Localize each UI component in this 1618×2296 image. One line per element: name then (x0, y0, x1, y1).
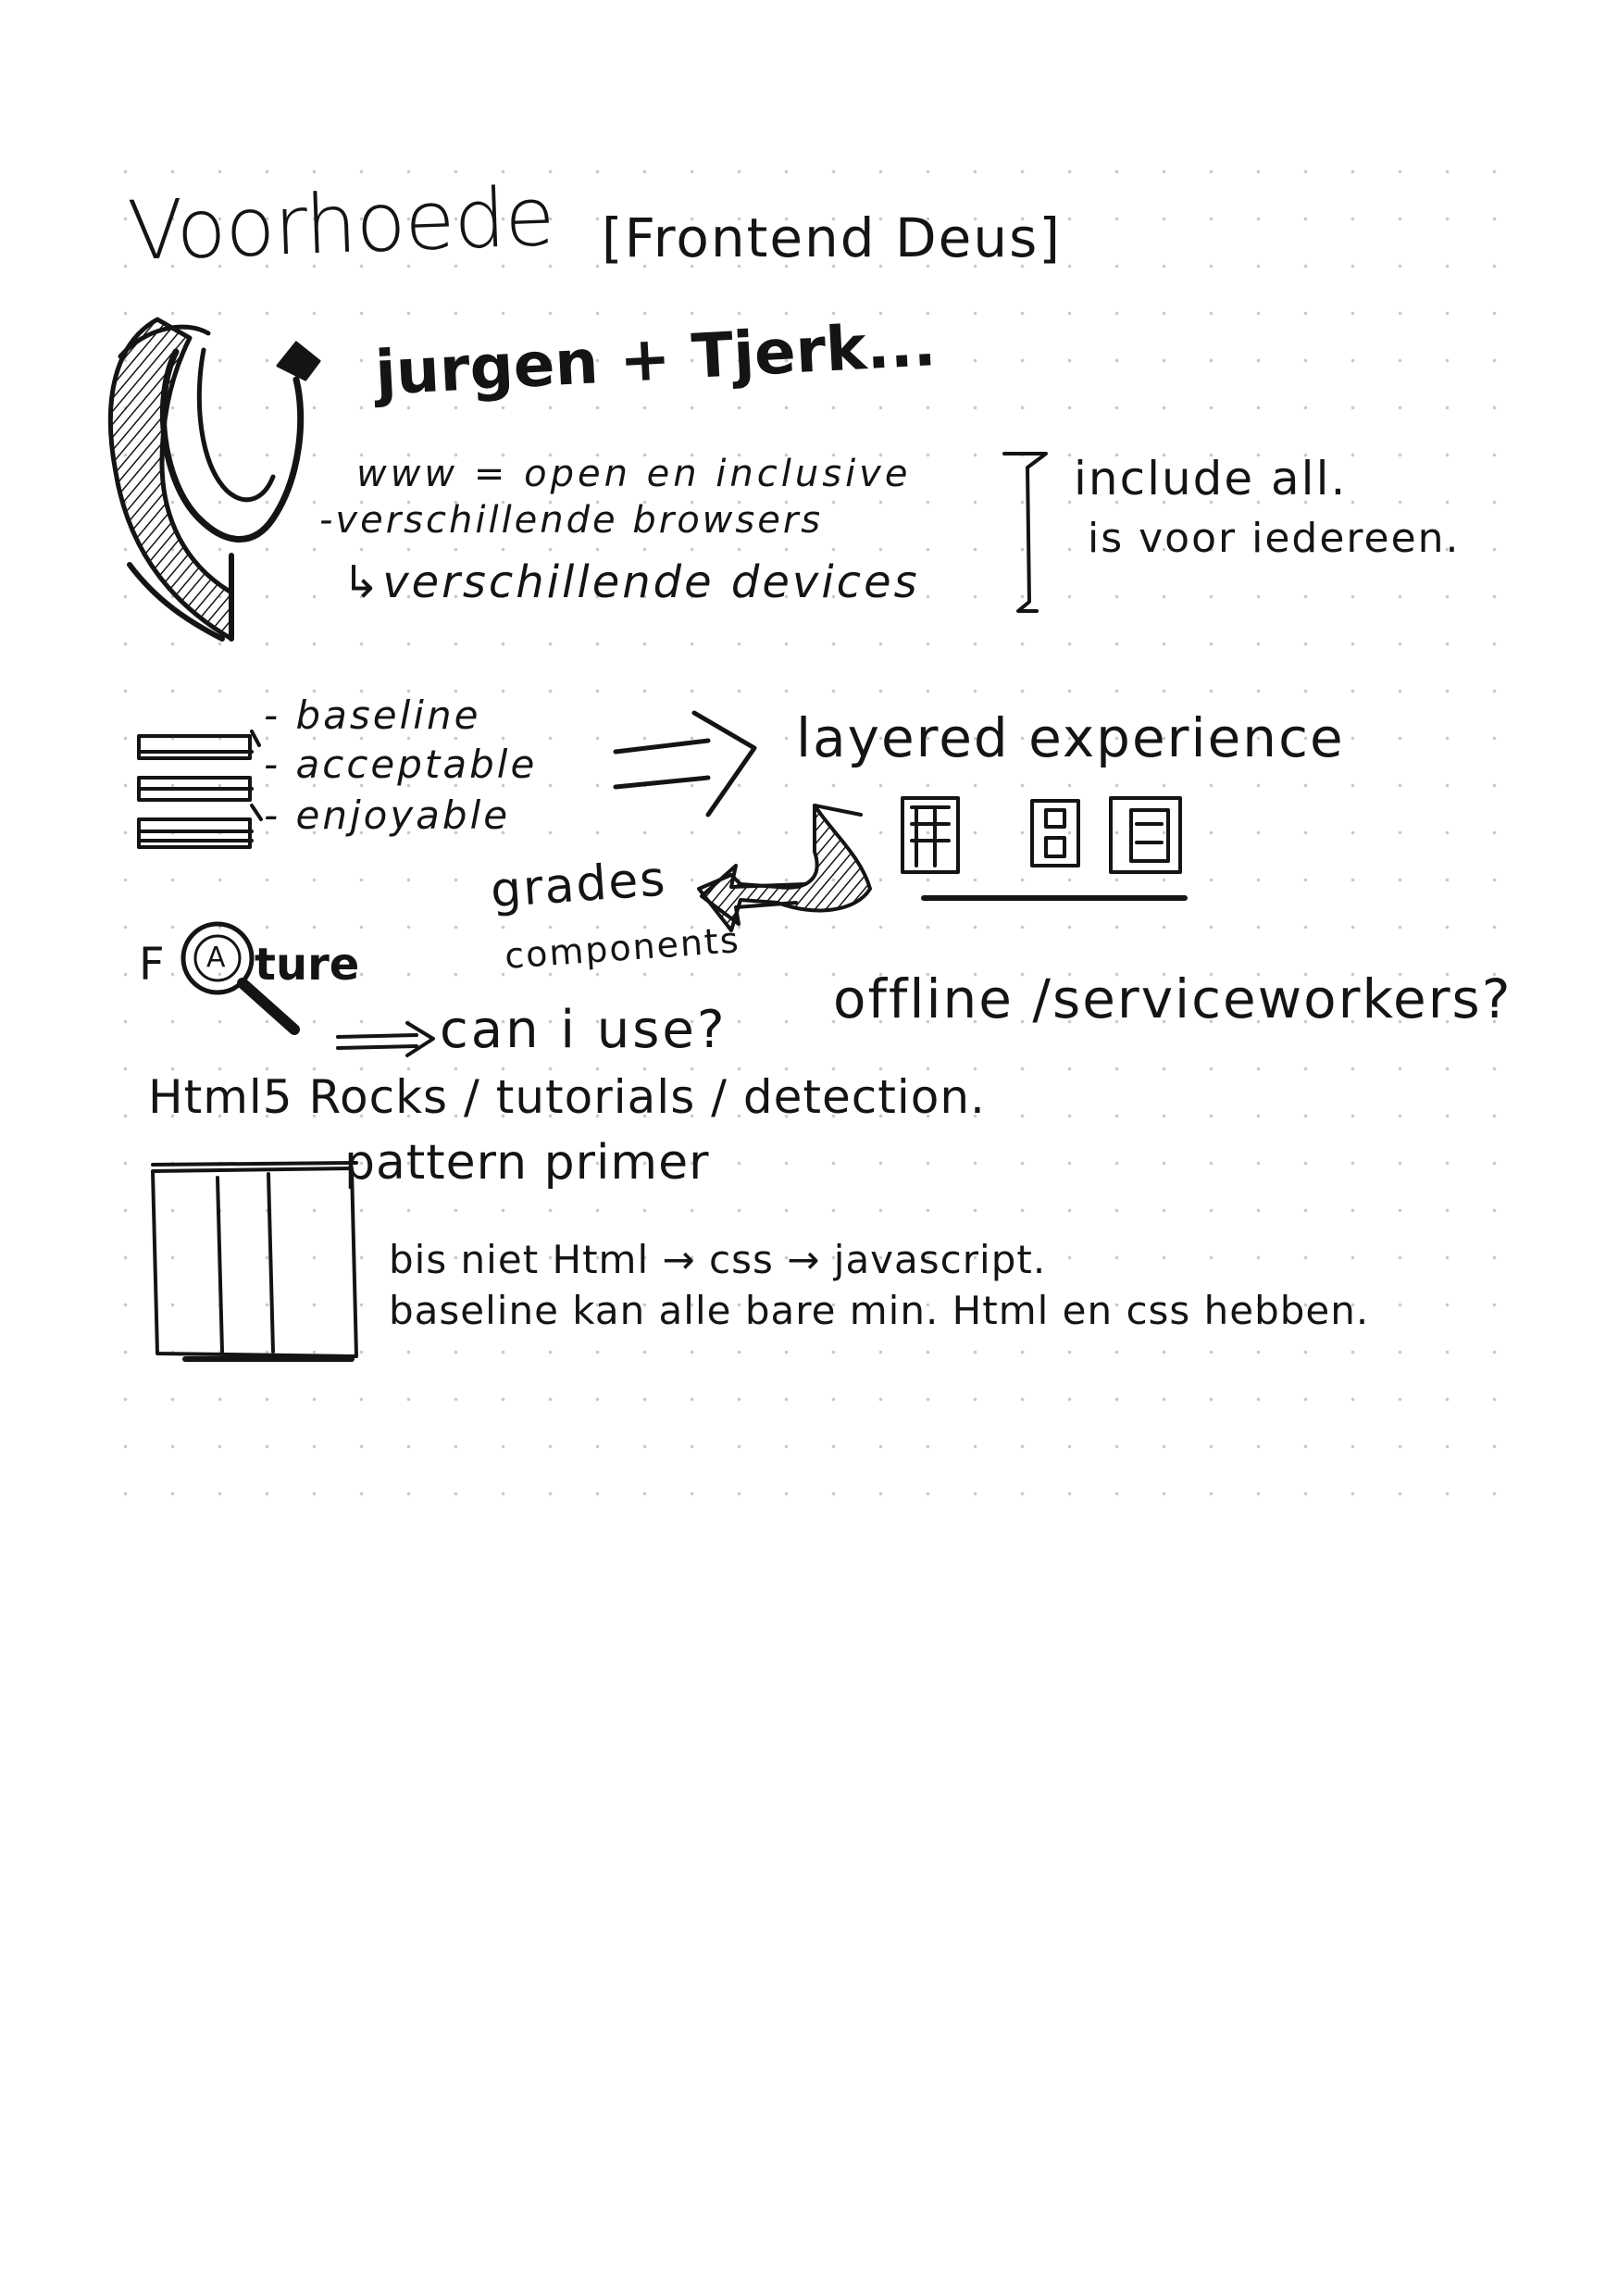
pattern-primer-sketch-icon (151, 1161, 358, 1362)
layer-baseline: - baseline (264, 693, 481, 738)
magnifier-icon (180, 921, 300, 1035)
offline-serviceworkers: offline /serviceworkers? (833, 967, 1512, 1030)
left-arrow-icon (700, 864, 807, 926)
layers-stack-icon (137, 730, 263, 849)
principle-www: www = open en inclusive (356, 453, 912, 495)
curved-arrow-icon (697, 804, 872, 932)
layer-acceptable: - acceptable (264, 742, 538, 787)
pattern-primer-title: pattern primer (344, 1135, 710, 1191)
principle-devices: ↳verschillende devices (342, 556, 920, 608)
course-title: [Frontend Deus] (602, 206, 1062, 269)
page-title: Voorhoede (126, 168, 556, 280)
principle-browsers: -verschillende browsers (319, 499, 824, 542)
pattern-line-2: baseline kan alle bare min. Html en css … (389, 1288, 1370, 1333)
feature-prefix: F (139, 939, 165, 991)
layered-experience: layered experience (796, 706, 1345, 769)
layer-enjoyable: - enjoyable (264, 792, 511, 838)
pattern-line-1: bis niet Html → css → javascript. (389, 1237, 1047, 1282)
bracket-line (1002, 452, 1048, 613)
can-i-use: can i use? (440, 1000, 728, 1060)
include-all: include all. (1074, 452, 1348, 505)
grades: grades (489, 851, 669, 919)
double-arrow-icon (613, 710, 757, 817)
feature-badge: A (206, 942, 226, 974)
feature-suffix: ture (255, 939, 360, 991)
voor-iedereen: is voor iedereen. (1088, 515, 1461, 562)
devices-sketch-icon (901, 796, 1188, 901)
voorhoede-logo-icon (107, 317, 321, 642)
arrow-right-icon (336, 1021, 435, 1057)
resources-line: Html5 Rocks / tutorials / detection. (148, 1070, 986, 1124)
